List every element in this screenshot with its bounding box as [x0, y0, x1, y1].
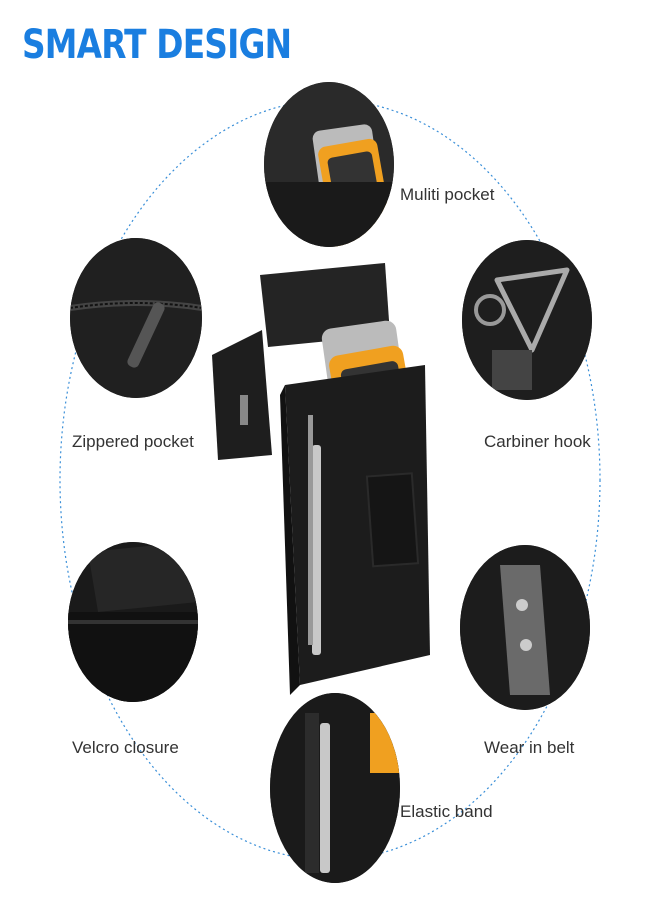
elastic-band-label: Elastic band [400, 802, 493, 821]
zippered-pocket-detail-image [70, 238, 202, 398]
velcro-closure-label: Velcro closure [72, 738, 179, 757]
elastic-band-detail-image [270, 693, 400, 883]
page-title: SMART DESIGN [22, 22, 292, 68]
carbiner-hook-label: Carbiner hook [484, 432, 591, 451]
multi-pocket-label: Muliti pocket [400, 185, 495, 204]
wear-in-belt-detail-image [460, 545, 590, 710]
carbiner-hook-detail-image [462, 240, 592, 400]
wear-in-belt-label: Wear in belt [484, 738, 575, 757]
pouch-product-image [200, 255, 440, 695]
zippered-pocket-label: Zippered pocket [72, 432, 194, 451]
multi-pocket-detail-image [264, 82, 394, 247]
velcro-closure-detail-image [68, 542, 198, 702]
